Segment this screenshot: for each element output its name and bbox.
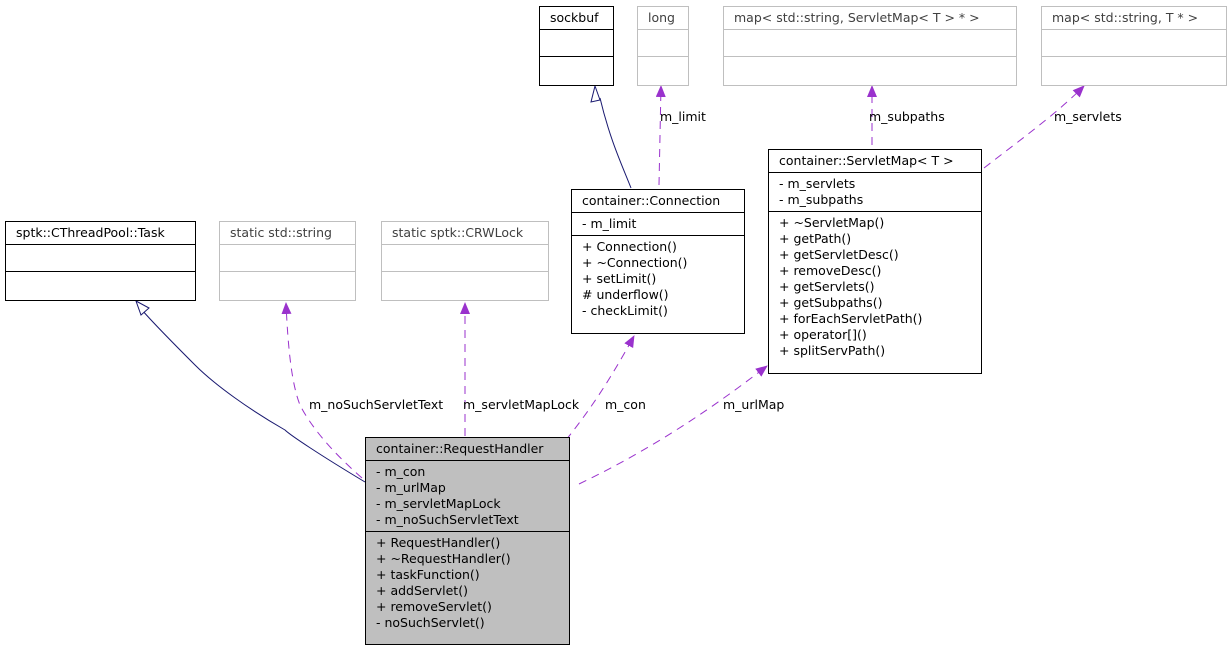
- method: + getServlets(): [779, 279, 875, 294]
- usage-edge-con: [565, 335, 635, 441]
- edge-label-con: m_con: [605, 397, 646, 412]
- inheritance-edge-sockbuf: [599, 97, 632, 189]
- edge-label-subpaths: m_subpaths: [869, 109, 945, 124]
- attributes-section: - m_con - m_urlMap - m_servletMapLock - …: [366, 460, 569, 531]
- attributes-section: [1042, 29, 1226, 56]
- method: + setLimit(): [582, 271, 657, 286]
- inheritance-arrowhead-sockbuf: [590, 84, 601, 103]
- method: + getServletDesc(): [779, 247, 899, 262]
- class-sockbuf[interactable]: sockbuf: [539, 6, 614, 86]
- method: + addServlet(): [376, 583, 468, 598]
- method: + removeServlet(): [376, 599, 492, 614]
- class-static-crwlock[interactable]: static sptk::CRWLock: [381, 221, 549, 301]
- attributes-section: [382, 244, 548, 271]
- class-long[interactable]: long: [637, 6, 689, 86]
- method: # underflow(): [582, 287, 669, 302]
- class-name: container::Connection: [582, 193, 721, 208]
- class-name: container::RequestHandler: [376, 441, 544, 456]
- attribute: - m_noSuchServletText: [376, 512, 519, 527]
- attribute: - m_limit: [582, 216, 637, 231]
- edge-label-no-such-servlet-text: m_noSuchServletText: [309, 397, 444, 412]
- usage-edge-limit: [655, 85, 666, 186]
- method: + Connection(): [582, 239, 677, 254]
- method: + getSubpaths(): [779, 295, 883, 310]
- usage-edge-url-map: [578, 365, 768, 485]
- class-connection[interactable]: container::Connection - m_limit + Connec…: [571, 189, 745, 334]
- method: + taskFunction(): [376, 567, 480, 582]
- class-name: container::ServletMap< T >: [779, 153, 954, 168]
- class-thread-pool-task[interactable]: sptk::CThreadPool::Task: [5, 221, 196, 301]
- methods-section: + ~ServletMap() + getPath() + getServlet…: [769, 211, 981, 362]
- methods-section: [724, 56, 1016, 83]
- inheritance-arrowhead-task: [135, 299, 150, 316]
- attributes-section: [6, 244, 195, 271]
- attributes-section: [638, 29, 688, 56]
- class-static-std-string[interactable]: static std::string: [219, 221, 356, 301]
- method: + removeDesc(): [779, 263, 882, 278]
- class-request-handler[interactable]: container::RequestHandler - m_con - m_ur…: [365, 437, 570, 645]
- class-name: long: [648, 10, 675, 25]
- edge-label-servlet-map-lock: m_servletMapLock: [463, 397, 580, 412]
- attribute: - m_urlMap: [376, 480, 446, 495]
- method: + ~Connection(): [582, 255, 688, 270]
- attributes-section: - m_servlets - m_subpaths: [769, 172, 981, 211]
- method: + ~ServletMap(): [779, 215, 885, 230]
- inheritance-edge-task: [141, 309, 366, 483]
- attributes-section: [724, 29, 1016, 56]
- method: + RequestHandler(): [376, 535, 501, 550]
- edge-label-url-map: m_urlMap: [723, 397, 785, 412]
- edge-label-limit: m_limit: [660, 109, 706, 124]
- class-name: static std::string: [230, 225, 332, 240]
- methods-section: [1042, 56, 1226, 83]
- methods-section: [638, 56, 688, 83]
- attribute: - m_servletMapLock: [376, 496, 501, 511]
- class-map-servletmap[interactable]: map< std::string, ServletMap< T > * >: [723, 6, 1017, 86]
- method: + operator[](): [779, 327, 867, 342]
- methods-section: [6, 271, 195, 298]
- class-name: sptk::CThreadPool::Task: [16, 225, 165, 240]
- class-name: static sptk::CRWLock: [392, 225, 524, 240]
- class-name: sockbuf: [550, 10, 599, 25]
- attribute: - m_con: [376, 464, 426, 479]
- attributes-section: - m_limit: [572, 212, 744, 235]
- method: + getPath(): [779, 231, 852, 246]
- class-map-t[interactable]: map< std::string, T * >: [1041, 6, 1227, 86]
- attributes-section: [540, 29, 613, 56]
- attributes-section: [220, 244, 355, 271]
- attribute: - m_subpaths: [779, 192, 864, 207]
- methods-section: [540, 56, 613, 83]
- class-name: map< std::string, T * >: [1052, 10, 1199, 25]
- method: - checkLimit(): [582, 303, 668, 318]
- edge-label-servlets: m_servlets: [1054, 109, 1122, 124]
- class-servlet-map[interactable]: container::ServletMap< T > - m_servlets …: [768, 149, 982, 374]
- method: + forEachServletPath(): [779, 311, 923, 326]
- usage-edge-no-such-servlet-text: [281, 302, 363, 479]
- class-name: map< std::string, ServletMap< T > * >: [734, 10, 980, 25]
- method: + splitServPath(): [779, 343, 886, 358]
- methods-section: + Connection() + ~Connection() + setLimi…: [572, 235, 744, 322]
- methods-section: [382, 271, 548, 298]
- usage-edge-servlets: [983, 85, 1085, 169]
- methods-section: + RequestHandler() + ~RequestHandler() +…: [366, 531, 569, 634]
- attribute: - m_servlets: [779, 176, 856, 191]
- method: + ~RequestHandler(): [376, 551, 511, 566]
- method: - noSuchServlet(): [376, 615, 485, 630]
- methods-section: [220, 271, 355, 298]
